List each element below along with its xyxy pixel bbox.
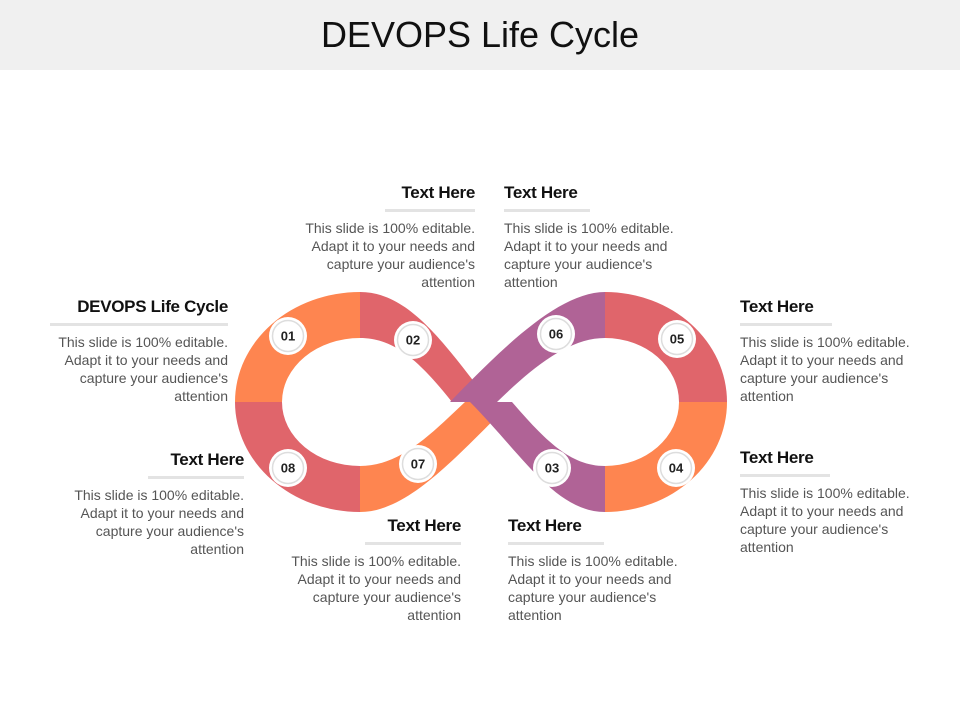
badge-ring <box>401 447 435 481</box>
title-bar: DEVOPS Life Cycle <box>0 0 960 70</box>
block-divider <box>740 474 830 477</box>
block-divider <box>365 542 461 545</box>
badge-ring <box>396 323 430 357</box>
step-badge-05: 05 <box>658 320 696 358</box>
step-badge-01: 01 <box>269 317 307 355</box>
badge-circle <box>269 449 307 487</box>
text-block-devops: DEVOPS Life Cycle This slide is 100% edi… <box>28 297 228 405</box>
block-description: This slide is 100% editable. Adapt it to… <box>740 334 910 404</box>
block-heading: Text Here <box>504 183 578 202</box>
block-heading: Text Here <box>740 448 814 467</box>
badge-number: 05 <box>670 332 684 347</box>
block-description: This slide is 100% editable. Adapt it to… <box>508 553 678 623</box>
block-divider <box>508 542 604 545</box>
badge-circle <box>658 320 696 358</box>
step-badge-03: 03 <box>533 449 571 487</box>
text-block-08: Text Here This slide is 100% editable. A… <box>44 450 244 558</box>
badge-ring <box>271 319 305 353</box>
block-heading: Text Here <box>387 516 461 535</box>
ring-segment-06 <box>450 292 605 402</box>
block-description: This slide is 100% editable. Adapt it to… <box>740 485 910 555</box>
badge-ring <box>659 451 693 485</box>
block-description: This slide is 100% editable. Adapt it to… <box>291 553 461 623</box>
step-badge-02: 02 <box>394 321 432 359</box>
block-divider <box>148 476 244 479</box>
block-divider <box>385 209 475 212</box>
badge-number: 06 <box>549 327 563 342</box>
badge-circle <box>394 321 432 359</box>
block-heading: Text Here <box>170 450 244 469</box>
badge-ring <box>539 317 573 351</box>
block-description: This slide is 100% editable. Adapt it to… <box>305 220 475 290</box>
step-badge-08: 08 <box>269 449 307 487</box>
block-heading: DEVOPS Life Cycle <box>77 297 228 316</box>
text-block-03: Text Here This slide is 100% editable. A… <box>508 516 708 624</box>
step-badge-07: 07 <box>399 445 437 483</box>
block-divider <box>504 209 590 212</box>
badge-number: 04 <box>669 461 684 476</box>
badge-number: 01 <box>281 329 295 344</box>
step-badge-04: 04 <box>657 449 695 487</box>
text-block-04: Text Here This slide is 100% editable. A… <box>740 448 940 556</box>
block-divider <box>740 323 832 326</box>
badge-number: 08 <box>281 461 295 476</box>
text-block-06: Text Here This slide is 100% editable. A… <box>504 183 704 291</box>
badge-circle <box>399 445 437 483</box>
badge-number: 07 <box>411 457 425 472</box>
block-description: This slide is 100% editable. Adapt it to… <box>74 487 244 557</box>
badge-ring <box>535 451 569 485</box>
text-block-05: Text Here This slide is 100% editable. A… <box>740 297 940 405</box>
ring-segment-07 <box>360 402 512 512</box>
badge-number: 03 <box>545 461 559 476</box>
badge-circle <box>269 317 307 355</box>
badge-ring <box>271 451 305 485</box>
badge-number: 02 <box>406 333 420 348</box>
block-divider <box>50 323 228 326</box>
block-heading: Text Here <box>401 183 475 202</box>
block-description: This slide is 100% editable. Adapt it to… <box>58 334 228 404</box>
text-block-07: Text Here This slide is 100% editable. A… <box>261 516 461 624</box>
badge-ring <box>660 322 694 356</box>
block-heading: Text Here <box>740 297 814 316</box>
block-description: This slide is 100% editable. Adapt it to… <box>504 220 674 290</box>
step-badge-06: 06 <box>537 315 575 353</box>
badge-circle <box>533 449 571 487</box>
block-heading: Text Here <box>508 516 582 535</box>
badge-circle <box>537 315 575 353</box>
text-block-02: Text Here This slide is 100% editable. A… <box>275 183 475 291</box>
badge-circle <box>657 449 695 487</box>
page-title: DEVOPS Life Cycle <box>320 14 640 55</box>
